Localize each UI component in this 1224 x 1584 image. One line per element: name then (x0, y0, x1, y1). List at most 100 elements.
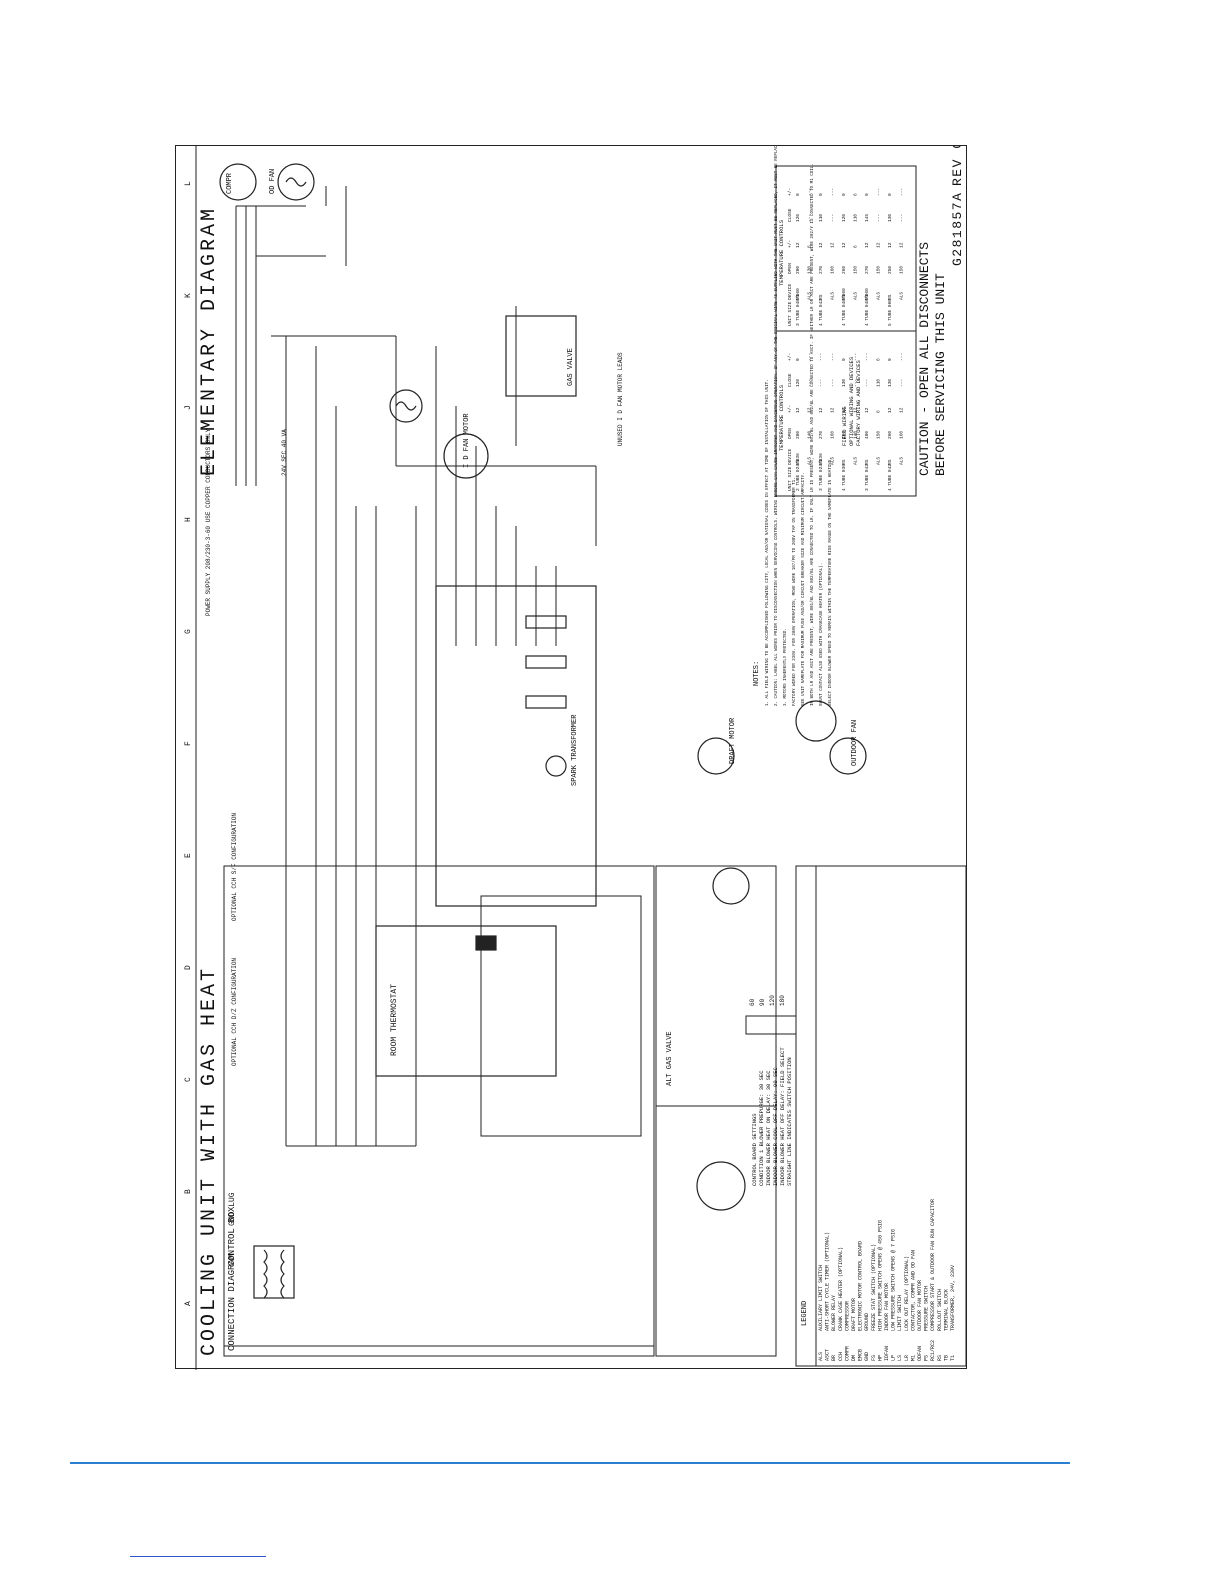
legend-code: ALS (818, 1352, 824, 1361)
temp-table-cell: --- (854, 353, 859, 361)
temp-table-cell: 9 (841, 358, 847, 361)
temp-table-cell: ALS (876, 292, 882, 300)
legend-desc: ELECTRONIC MOTOR CONTROL BOARD (858, 1241, 864, 1331)
board-setting-line: INDOOR BLOWER HEAT OFF DELAY: FIELD SELE… (779, 1047, 786, 1186)
revision: REV C (950, 146, 965, 186)
temp-table-cell: 200 (795, 266, 801, 274)
wiring-legend-item: OPTIONAL WIRING AND DEVICES (848, 356, 855, 446)
gas-valve-label: GAS VALVE (567, 348, 575, 386)
temp-table-cell: ALS (899, 292, 905, 300)
legend-code: PS (924, 1355, 930, 1361)
temp-table-cell: --- (819, 379, 824, 387)
legend-desc: TRANSFORMER, 24V, 230V (950, 1265, 956, 1331)
temp-table-cell: 110 (853, 214, 859, 222)
schematic-wiring (235, 186, 597, 1147)
temp-table-title: TEMPERATURE CONTROLS (778, 384, 785, 451)
legend-code: HP (877, 1355, 883, 1361)
temp-table-cell: 150 (876, 266, 882, 274)
temp-table-cell: 270 (818, 431, 824, 439)
notes-block: NOTES: (753, 661, 761, 686)
temp-table-cell: 270 (864, 266, 870, 274)
temp-table-cell: 130 (807, 266, 813, 274)
legend-code: TB (943, 1355, 949, 1361)
temperature-tables (775, 165, 917, 497)
zone-letter: L (184, 181, 193, 186)
blower-delay-option: 90 (759, 998, 766, 1006)
zone-letter: D (184, 965, 193, 970)
temp-table-cell: --- (865, 353, 870, 361)
temp-table-cell: --- (819, 353, 824, 361)
blower-delay-option: 180 (779, 995, 786, 1006)
draft-motor-label: DRAFT MOTOR (729, 717, 737, 764)
legend-desc: TERMINAL BLOCK (943, 1289, 949, 1331)
temp-table-header: +/- (787, 353, 793, 361)
temp-table-cell: --- (808, 379, 813, 387)
legend-code: RC1/RC2 (930, 1340, 936, 1361)
legend-desc: GROUND (864, 1313, 870, 1331)
legend-code: T1 (950, 1355, 956, 1361)
temp-table-cell: --- (877, 188, 882, 196)
temp-table-cell: RS (864, 459, 870, 465)
legend-code: ASCT (825, 1349, 831, 1361)
temp-table-cell: 12 (887, 407, 893, 413)
temp-table-cell: 9 (887, 193, 893, 196)
temp-table-cell: 6 (853, 245, 859, 248)
legend-region (745, 865, 967, 1367)
temp-table-cell: --- (900, 379, 905, 387)
temp-table-header: UNIT SIZE (787, 466, 793, 491)
temp-table-header: CLOSE (787, 208, 793, 222)
temp-table-cell: 12 (876, 242, 882, 248)
legend-code: LP (891, 1355, 897, 1361)
temp-table-header: DEVICE (787, 448, 793, 465)
temp-table-cell: --- (808, 188, 813, 196)
alt-gas-valve-label: ALT GAS VALVE (666, 1031, 674, 1086)
legend-code: CCH (838, 1352, 844, 1361)
note-line: 2. CAUTION: LABEL ALL WIRES PRIOR TO DIS… (775, 146, 779, 706)
unused-leads-note: UNUSED I D FAN MOTOR LEADS (617, 352, 624, 446)
temp-table-cell: 6 (807, 245, 813, 248)
temp-table-cell: 200 (841, 431, 847, 439)
temp-table-cell: 4 TUBE 036 (841, 464, 847, 491)
caution-line: CAUTION - OPEN ALL DISCONNECTS (917, 242, 932, 476)
temp-table-cell: 140 (807, 431, 813, 439)
legend-desc: PRESSURE SWITCH (924, 1286, 930, 1331)
compressor-motor (219, 163, 257, 201)
temp-table-cell: RS (887, 294, 893, 300)
temp-table-cell: 110 (876, 379, 882, 387)
temp-table-cell: 12 (795, 242, 801, 248)
id-fan-motor (443, 433, 489, 479)
draft-motor (389, 389, 423, 423)
temp-table-header: +/- (787, 240, 793, 248)
legend-desc: CRANK CASE HEATER (OPTIONAL) (838, 1247, 844, 1331)
control-board-emcb (435, 585, 597, 907)
temp-table-cell: 110 (818, 214, 824, 222)
id-fan-motor-label: I D FAN MOTOR (463, 413, 471, 468)
zone-letter: A (184, 1301, 193, 1306)
temp-table-cell: --- (808, 353, 813, 361)
temp-table-cell: RS (795, 459, 801, 465)
temp-table-cell: 160 (830, 431, 836, 439)
temp-table-cell: ALS (830, 292, 836, 300)
temp-table-cell: 12 (830, 407, 836, 413)
temp-table-cell: 145 (864, 214, 870, 222)
temp-table-header: DEVICE (787, 283, 793, 300)
note-line: SHUNT CONTACT ALSO USED WITH CRANKCASE H… (819, 563, 824, 706)
legend-desc: LIMIT SWITCH (897, 1295, 903, 1331)
legend-code: RS (937, 1355, 943, 1361)
temp-table-header: UNIT SIZE (787, 301, 793, 326)
draft-motor-connection (696, 700, 867, 1211)
legend-desc: BLOWER RELAY (831, 1295, 837, 1331)
temp-table-cell: 150 (899, 266, 905, 274)
wiring-legend-item: FIELD WIRING (841, 406, 848, 446)
compressor-label: COMPR (226, 172, 234, 194)
blower-delay-option: 60 (749, 998, 756, 1006)
temp-table-cell: 150 (853, 266, 859, 274)
temp-table-cell: 400 (864, 431, 870, 439)
temp-table-cell: 4 TUBE 042 (887, 464, 893, 491)
connection-diagram-frame (223, 865, 777, 1357)
legend-desc: DRAFT MOTOR (851, 1298, 857, 1331)
board-setting-line: CONTROL BOARD SETTINGS (751, 1113, 758, 1186)
